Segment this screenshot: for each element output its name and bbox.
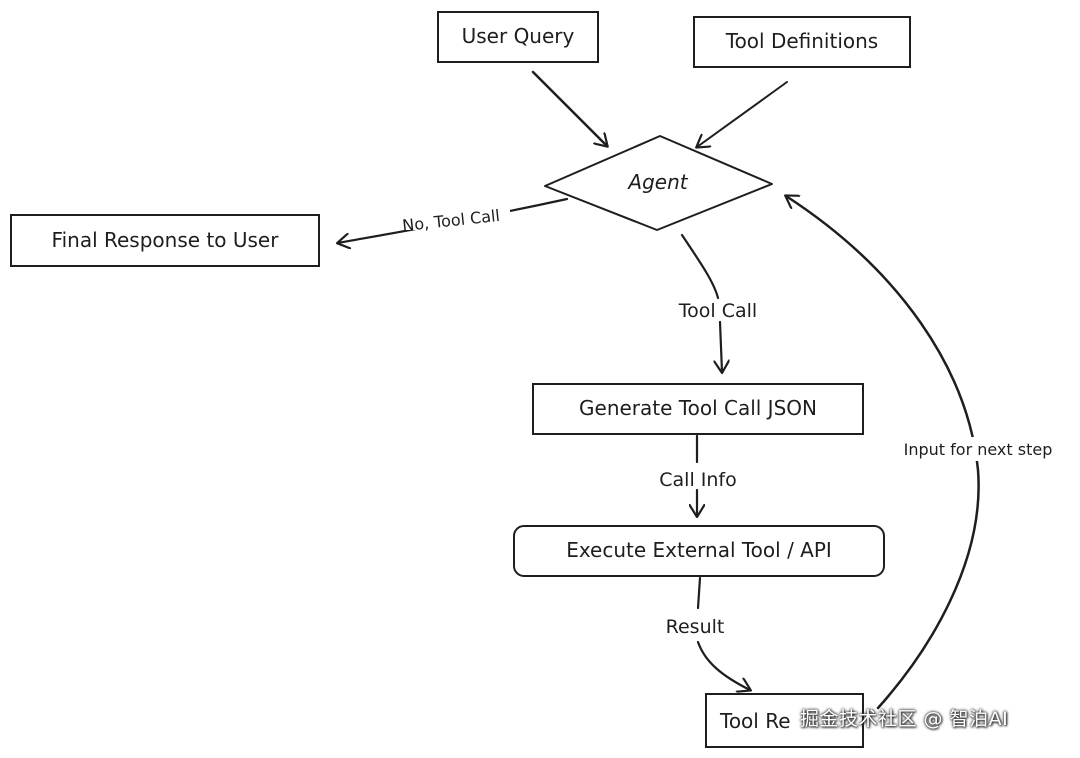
edge-tool-definitions-to-agent — [697, 81, 788, 147]
node-tool-definitions-label: Tool Definitions — [725, 29, 878, 53]
node-tool-result-label: Tool Re — [719, 709, 791, 733]
node-execute-tool-label: Execute External Tool / API — [566, 538, 832, 562]
node-final-response: Final Response to User — [10, 214, 320, 267]
node-final-response-label: Final Response to User — [52, 228, 280, 252]
edge-label-bg — [392, 208, 510, 230]
edge-label-bg — [886, 437, 1070, 461]
edge-label-tool-call: Tool Call — [678, 300, 757, 322]
node-generate-json-label: Generate Tool Call JSON — [579, 396, 817, 420]
edge-result-loop-to-agent — [786, 196, 980, 710]
node-agent: Agent — [544, 135, 773, 231]
node-execute-tool: Execute External Tool / API — [513, 525, 885, 577]
edge-label-result: Result — [666, 616, 725, 638]
edge-execute-to-result — [696, 576, 702, 610]
edge-label-call-info: Call Info — [659, 469, 736, 491]
edge-execute-to-result-tail — [696, 640, 750, 690]
edge-agent-to-generate-json-tail — [720, 320, 722, 372]
node-generate-json: Generate Tool Call JSON — [532, 383, 864, 435]
node-tool-result: Tool Re — [705, 693, 864, 748]
node-agent-label: Agent — [626, 170, 688, 194]
node-user-query: User Query — [437, 11, 599, 63]
edge-agent-to-generate-json — [680, 233, 720, 300]
node-tool-definitions: Tool Definitions — [693, 16, 911, 68]
watermark: 掘金技术社区 @ 智泊AI — [800, 708, 1009, 730]
edge-user-query-to-agent — [531, 70, 607, 146]
node-user-query-label: User Query — [462, 24, 575, 48]
edge-label-input-next-step: Input for next step — [904, 440, 1053, 459]
